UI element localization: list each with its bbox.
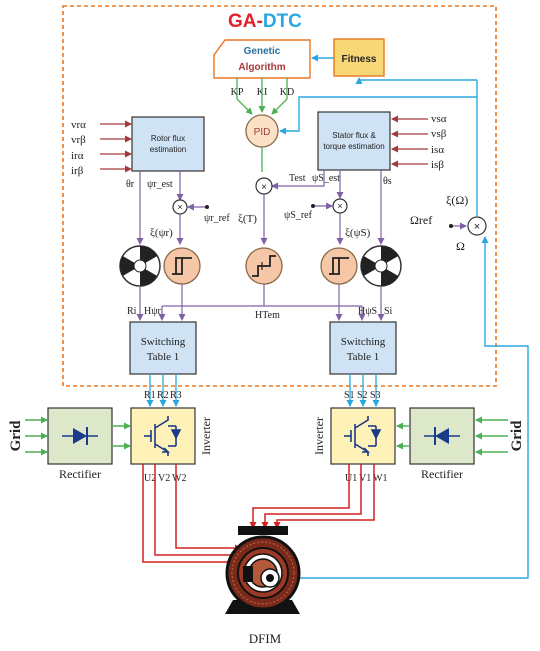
stator-input-isa: isα xyxy=(431,144,444,156)
h-psi-r-label: Hψr xyxy=(144,306,161,317)
motor-label: DFIM xyxy=(249,631,282,646)
s1-label: S1 xyxy=(344,390,355,401)
stator-flux-torque-estimation-block xyxy=(317,111,391,171)
kd-line xyxy=(271,78,288,115)
r1-label: R1 xyxy=(144,390,156,401)
inverter-right-label: Inverter xyxy=(312,417,326,455)
s3-label: S3 xyxy=(370,390,381,401)
ga-label-line1: Genetic xyxy=(244,46,281,57)
rotor-flux-hysteresis-icon xyxy=(163,247,201,285)
stator-input-vsa: vsα xyxy=(431,113,447,125)
rotor-sector-wheel-icon xyxy=(119,245,161,287)
rotor-est-line1: Rotor flux xyxy=(151,134,185,143)
pid-label: PID xyxy=(254,127,271,138)
omega-ref-label: Ωref xyxy=(410,213,432,227)
rectifier-left-label: Rectifier xyxy=(59,467,101,481)
feedback-to-pid-line xyxy=(279,96,477,135)
grid-right-arrows xyxy=(475,416,508,456)
inverter-right xyxy=(330,407,396,465)
torque-comparator-symbol: × xyxy=(261,182,267,193)
psi-s-comparator-symbol: × xyxy=(337,201,342,211)
v1-label: V1 xyxy=(359,473,371,484)
torque-hysteresis-icon xyxy=(245,247,283,285)
xi-psi-r-label: ξ(ψr) xyxy=(150,227,173,239)
rect-to-inv-left-arrows xyxy=(112,422,131,450)
u2-label: U2 xyxy=(144,473,156,484)
fitness-block xyxy=(333,38,385,77)
omega-ref-dot xyxy=(449,224,453,228)
rotor-input-ira: irα xyxy=(71,150,84,162)
psi-r-ref-label: ψr_ref xyxy=(204,213,230,224)
ga-dtc-frame xyxy=(62,5,497,387)
xi-t-label: ξ(T) xyxy=(238,213,257,225)
stator-est-line2: torque estimation xyxy=(323,142,384,151)
igbt-right-icon xyxy=(344,416,382,456)
omega-feedback-line xyxy=(279,236,529,579)
rotor-inputs: vrα vrβ irα irβ xyxy=(71,119,86,177)
rotor-power-lines xyxy=(142,464,242,566)
h-psi-s-label: HψS xyxy=(358,306,377,317)
diode-left-icon xyxy=(62,427,98,445)
psi-r-est-label: ψr_est xyxy=(147,179,173,190)
r2-label: R2 xyxy=(157,390,169,401)
rectifier-right-label: Rectifier xyxy=(421,467,463,481)
u1-label: U1 xyxy=(345,473,357,484)
s-i-label: Si xyxy=(384,306,393,317)
fitness-label: Fitness xyxy=(341,54,376,65)
stator-input-vsb: vsβ xyxy=(431,128,447,140)
xi-omega-label: ξ(Ω) xyxy=(446,193,468,207)
rotor-input-vra: vrα xyxy=(71,119,86,131)
psi-s-ref-dot xyxy=(311,204,315,208)
kp-line xyxy=(236,78,253,115)
r3-label: R3 xyxy=(170,390,182,401)
v2-label: V2 xyxy=(158,473,170,484)
speed-comparator-symbol: × xyxy=(474,221,480,233)
theta-s-label: θs xyxy=(383,176,392,187)
stator-est-line1: Stator flux & xyxy=(332,131,376,140)
rotor-est-line2: estimation xyxy=(150,145,186,154)
t-est-label: Test xyxy=(289,173,306,184)
switching-table-right xyxy=(329,321,397,375)
rotor-input-vrb: vrβ xyxy=(71,134,86,146)
r-i-label: Ri xyxy=(127,306,137,317)
rotor-flux-estimation-block xyxy=(131,116,205,172)
switch-left-line2: Table 1 xyxy=(147,351,180,363)
grid-left-label: Grid xyxy=(8,420,24,451)
diode-right-icon xyxy=(424,427,460,445)
inverter-left-label: Inverter xyxy=(199,417,213,455)
theta-r-label: θr xyxy=(126,179,135,190)
ga-label-line2: Algorithm xyxy=(238,62,285,73)
switch-right-line2: Table 1 xyxy=(347,351,380,363)
switching-table-left xyxy=(129,321,197,375)
grid-left-arrows xyxy=(25,416,48,456)
w1-label: W1 xyxy=(373,473,387,484)
stator-flux-hysteresis-icon xyxy=(320,247,358,285)
stator-inputs: vsα vsβ isα isβ xyxy=(431,113,447,171)
s2-label: S2 xyxy=(357,390,368,401)
rotor-input-irb: irβ xyxy=(71,165,84,177)
igbt-left-icon xyxy=(144,416,182,456)
switch-right-line1: Switching xyxy=(341,336,386,348)
h-tem-label: HTem xyxy=(255,310,280,321)
psi-s-est-label: ψS_est xyxy=(312,173,340,184)
stator-sector-wheel-icon xyxy=(360,245,402,287)
psi-r-comparator-symbol: × xyxy=(177,202,182,212)
rect-to-inv-right-arrows xyxy=(396,422,410,450)
dfim-motor-icon xyxy=(225,526,301,614)
xi-psi-s-label: ξ(ψS) xyxy=(345,227,371,239)
inverter-left xyxy=(130,407,196,465)
switch-left-line1: Switching xyxy=(141,336,186,348)
omega-label: Ω xyxy=(456,239,465,253)
stator-input-isb: isβ xyxy=(431,159,444,171)
stator-power-lines xyxy=(249,464,375,529)
t-est-line xyxy=(271,170,325,190)
psi-r-ref-dot xyxy=(205,205,209,209)
title: GA-DTC xyxy=(228,11,302,32)
w2-label: W2 xyxy=(172,473,186,484)
psi-s-ref-label: ψS_ref xyxy=(284,210,313,221)
grid-right-label: Grid xyxy=(509,420,525,451)
speed-to-fitness-line xyxy=(355,77,477,84)
